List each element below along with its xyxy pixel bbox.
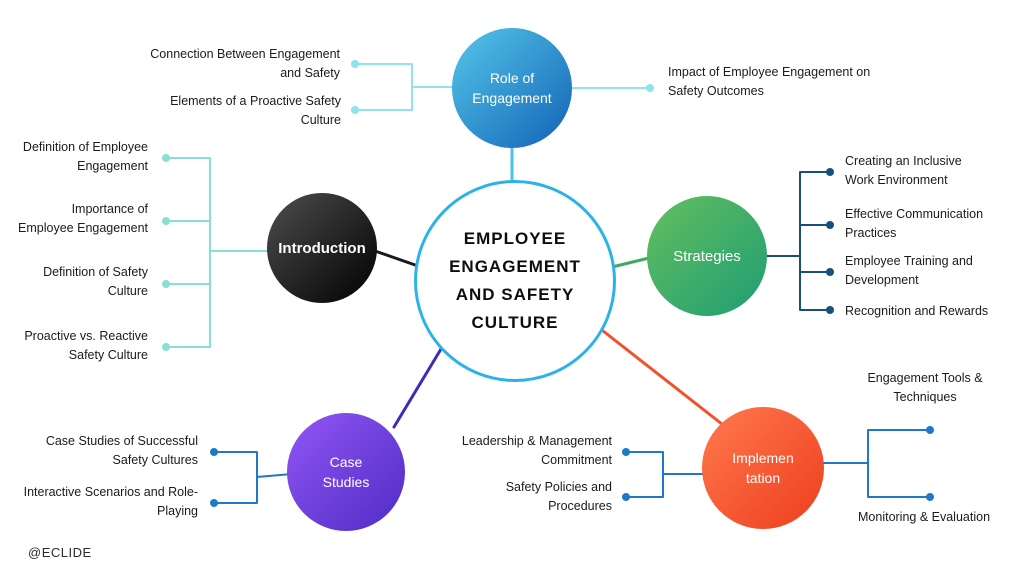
node-introduction-label: Introduction — [278, 239, 366, 257]
case-studies-branch-lines — [210, 448, 293, 507]
label-proactive-vs-reactive: Proactive vs. Reactive Safety Culture — [24, 329, 148, 362]
label-recognition-rewards: Recognition and Rewards — [845, 304, 989, 318]
label-monitoring-evaluation: Monitoring & Evaluation — [858, 510, 991, 524]
label-safety-policies-procedures: Safety Policies and Procedures — [505, 480, 612, 513]
node-implementation: Implemen tation — [702, 407, 824, 529]
implementation-left-branch-lines — [622, 448, 705, 501]
role-right-branch-lines — [569, 84, 654, 92]
label-definition-safety-culture: Definition of Safety Culture — [43, 265, 148, 298]
node-strategies: Strategies — [647, 196, 767, 316]
node-introduction: Introduction — [267, 193, 377, 303]
center-node: EMPLOYEE ENGAGEMENT AND SAFETY CULTURE — [414, 180, 616, 382]
center-title: EMPLOYEE ENGAGEMENT AND SAFETY CULTURE — [449, 228, 581, 333]
node-implementation-label: Implemen tation — [732, 449, 794, 486]
node-strategies-label: Strategies — [673, 247, 741, 265]
label-effective-communication: Effective Communication Practices — [845, 207, 984, 240]
label-elements-proactive-culture: Elements of a Proactive Safety Culture — [170, 94, 341, 127]
role-left-branch-lines — [351, 60, 455, 114]
label-engagement-tools-techniques: Engagement Tools & Techniques — [867, 371, 983, 404]
label-case-studies-successful: Case Studies of Successful Safety Cultur… — [45, 434, 198, 467]
label-impact-engagement-outcomes: Impact of Employee Engagement on Safety … — [668, 65, 871, 98]
label-training-development: Employee Training and Development — [845, 254, 973, 287]
label-connection-engagement-safety: Connection Between Engagement and Safety — [150, 47, 340, 80]
label-inclusive-work-environment: Creating an Inclusive Work Environment — [845, 154, 962, 187]
label-interactive-scenarios: Interactive Scenarios and Role- Playing — [23, 485, 198, 518]
node-case-studies: Case Studies — [287, 413, 405, 531]
node-role-of-engagement: Role of Engagement — [452, 28, 572, 148]
label-definition-employee-engagement: Definition of Employee Engagement — [22, 140, 148, 173]
introduction-branch-lines — [162, 154, 269, 351]
node-case-studies-label: Case Studies — [322, 453, 370, 490]
label-leadership-commitment: Leadership & Management Commitment — [461, 434, 612, 467]
implementation-right-branch-lines — [821, 426, 934, 501]
watermark: @ECLIDE — [28, 545, 92, 560]
label-importance-employee-engagement: Importance of Employee Engagement — [18, 202, 148, 235]
strategies-branch-lines — [765, 168, 834, 314]
node-role-label: Role of Engagement — [472, 69, 552, 106]
